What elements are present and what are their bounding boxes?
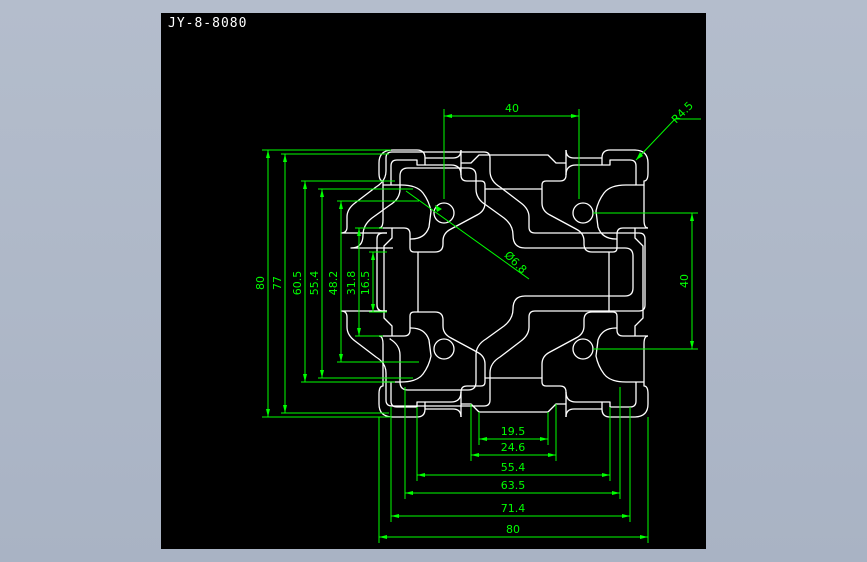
left-slot-inner (392, 227, 419, 337)
profile-center-cavity (389, 167, 634, 391)
dim-radius: R4.5 (669, 99, 696, 126)
center-hollow (418, 189, 609, 378)
outer-wall-left-top (378, 185, 384, 229)
profile-left-arm (350, 167, 409, 249)
cad-viewport[interactable]: JY-8-8080 (161, 13, 706, 549)
dim-height-16-5: 16.5 (359, 271, 372, 296)
corner-tube-top-right (601, 149, 649, 186)
outer-wall-top-right (565, 149, 602, 159)
dim-height-48-2: 48.2 (327, 271, 340, 296)
dim-height-80: 80 (254, 276, 267, 290)
right-slot (634, 227, 648, 337)
hole-bottom-left (433, 338, 455, 360)
hole-top-left (433, 202, 455, 224)
profile-drawing: 40 R4.5 Ø6.8 40 80 77 60.5 55.4 48.2 31.… (254, 99, 701, 543)
hole-housing-top-left (391, 184, 432, 240)
hole-housing-bottom-left-2 (425, 391, 462, 403)
dim-width-71-4: 71.4 (501, 502, 526, 515)
corner-tube-bottom-right (601, 381, 649, 418)
outer-wall-bottom-right (565, 408, 602, 418)
dim-height-60-5: 60.5 (291, 271, 304, 296)
dim-width-24-6: 24.6 (501, 441, 526, 454)
hole-housing-top-right (595, 184, 636, 240)
top-slot (460, 150, 567, 164)
outer-wall-right-bottom (643, 335, 649, 382)
hole-housing-top-right-2 (565, 164, 602, 176)
dim-top-40: 40 (505, 102, 519, 115)
hole-housing-bottom-left (391, 327, 432, 383)
hole-top-right (572, 202, 594, 224)
bottom-slot (460, 403, 567, 417)
dim-height-31-8: 31.8 (345, 271, 358, 296)
hole-housing-bottom-right (595, 327, 636, 383)
top-slot-inner (460, 163, 567, 190)
dim-width-55-4: 55.4 (501, 461, 526, 474)
profile-left-flange (376, 232, 387, 312)
profile-outline (340, 151, 646, 407)
dimension-lines (262, 109, 701, 543)
outer-wall-right-top (643, 185, 649, 229)
aluminum-profile (340, 151, 646, 407)
dimension-arrows (266, 114, 694, 539)
dim-height-55-4: 55.4 (308, 271, 321, 296)
outer-wall-top-left (425, 149, 462, 159)
dim-width-63-5: 63.5 (501, 479, 526, 492)
dim-right-40: 40 (678, 274, 691, 288)
dim-height-77: 77 (271, 276, 284, 290)
drawing-title: JY-8-8080 (168, 16, 248, 31)
hole-housing-top-left-2 (425, 164, 462, 176)
profile-geometry (378, 149, 649, 418)
right-slot-inner (608, 227, 635, 337)
left-slot (379, 227, 393, 337)
bottom-slot-inner (460, 377, 567, 404)
dim-width-80: 80 (506, 523, 520, 536)
profile-outline-left (340, 151, 393, 234)
dim-width-19-5: 19.5 (501, 425, 526, 438)
hole-bottom-right (572, 338, 594, 360)
outer-wall-bottom-left (425, 408, 462, 418)
hole-housing-bottom-right-2 (565, 391, 602, 403)
